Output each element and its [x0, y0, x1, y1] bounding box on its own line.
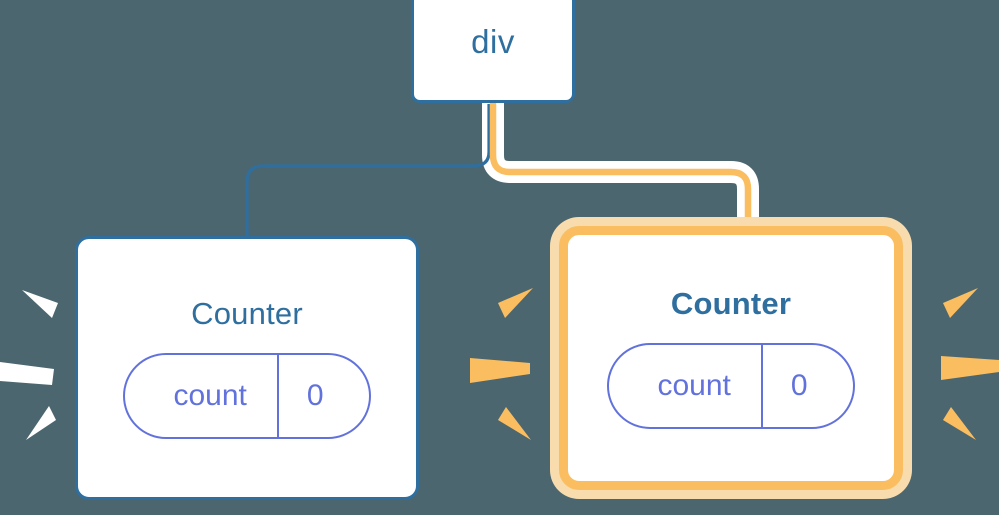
left-counter-left-burst: [0, 290, 58, 440]
left-counter-right-burst: [470, 288, 533, 440]
sparkle-wedge: [0, 362, 54, 385]
state-key-label: count: [173, 378, 247, 412]
node-counter-left-title: Counter: [191, 295, 303, 331]
node-div-label: div: [471, 23, 515, 60]
sparkle-wedge: [26, 406, 56, 440]
sparkle-wedge: [22, 290, 58, 318]
edge-div-to-right-counter: [489, 100, 752, 240]
sparkle-wedge: [943, 407, 976, 440]
right-counter-right-burst: [941, 288, 999, 440]
pill-divider: [276, 354, 279, 437]
node-counter-right[interactable]: Counter count 0: [559, 226, 903, 490]
state-pill-left: count 0: [123, 352, 371, 439]
state-value-label: 0: [790, 368, 808, 402]
sparkle-wedge: [498, 407, 531, 440]
node-counter-right-title: Counter: [670, 285, 792, 321]
node-counter-left[interactable]: Counter count 0: [75, 236, 419, 500]
sparkle-wedge: [470, 358, 530, 383]
pill-divider: [760, 344, 763, 427]
state-key-label: count: [657, 368, 731, 402]
sparkle-wedge: [941, 356, 999, 380]
state-pill-right: count 0: [607, 342, 855, 429]
edge-div-to-left-counter: [245, 104, 491, 240]
sparkle-wedge: [498, 288, 533, 318]
node-div[interactable]: div: [411, 0, 575, 103]
sparkle-wedge: [943, 288, 978, 318]
state-value-label: 0: [306, 378, 324, 412]
